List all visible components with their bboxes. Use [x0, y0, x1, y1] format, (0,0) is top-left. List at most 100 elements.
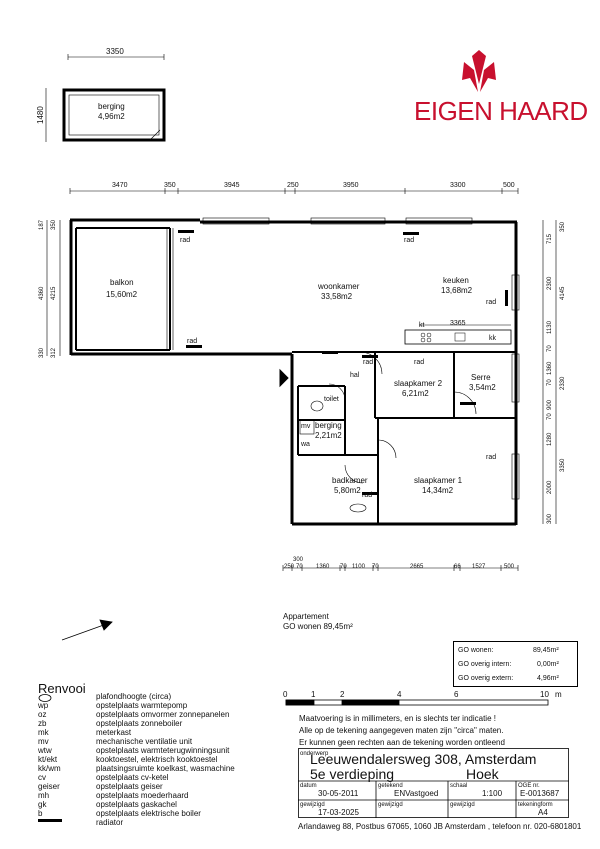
brand-name: EIGEN HAARD [414, 96, 588, 126]
storage-width-dim: 3350 [106, 47, 124, 56]
gewijzigd-label-2: gewijzigd [378, 802, 403, 808]
rad-label: rad [363, 359, 374, 366]
footer-address: Arlandaweg 88, Postbus 67065, 1060 JB Am… [298, 822, 582, 831]
top-dim-3: 3945 [224, 182, 240, 189]
go-summary-box [453, 641, 578, 687]
rad-label: rad [187, 338, 198, 345]
top-dim-5: 3950 [343, 182, 359, 189]
room-woonkamer-area: 33,58m2 [321, 292, 353, 301]
legend-description: kooktoestel, elektrisch kooktoestel [96, 755, 218, 764]
hal-label: hal [350, 372, 360, 379]
room-keuken-name: keuken [443, 276, 469, 285]
getekend: ENVastgoed [394, 789, 439, 798]
left-dim-1: 187 [39, 219, 45, 230]
go-value-3: 4,96m² [537, 675, 559, 682]
bottom-dim-7: 2665 [410, 564, 424, 570]
toilet-label: toilet [324, 396, 339, 403]
corner: Hoek [466, 766, 499, 782]
summary-go: GO wonen 89,45m² [283, 622, 353, 631]
legend-key: gk [38, 800, 47, 809]
room-slaapkamer2-name: slaapkamer 2 [394, 379, 443, 388]
right-dim-13: 3350 [560, 458, 566, 472]
right-dim-11: 70 [547, 413, 553, 420]
legend-key: cv [38, 773, 46, 782]
right-dim-2: 715 [547, 233, 553, 244]
room-berging-name: berging [315, 421, 342, 430]
bottom-dim-300: 300 [293, 557, 304, 563]
room-berging-area: 2,21m2 [315, 431, 342, 440]
right-dim-14: 2000 [547, 480, 553, 494]
room-woonkamer-name: woonkamer [318, 282, 360, 291]
legend-description: meterkast [96, 728, 132, 737]
legend-key: wtw [38, 746, 52, 755]
getekend-label: getekend [378, 783, 403, 789]
go-label-2: GO overig intern: [458, 661, 512, 668]
legend-description: opstelplaats gaskachel [96, 800, 177, 809]
scale-unit: m [555, 690, 562, 699]
top-dim-7: 500 [503, 182, 515, 189]
bottom-dim-9: 1527 [472, 564, 486, 570]
rad-label: rad [180, 237, 191, 244]
top-dim-4: 250 [287, 182, 299, 189]
go-value-1: 89,45m² [533, 647, 559, 654]
room-slaapkamer1-area: 14,34m2 [422, 486, 454, 495]
rad-label: rad [486, 299, 497, 306]
schaal-label: schaal [450, 783, 468, 789]
bottom-dim-1: 250 [284, 564, 295, 570]
legend-key: zb [38, 719, 47, 728]
legend-description: opstelplaats cv-ketel [96, 773, 169, 782]
gewijzigd-label-1: gewijzigd [300, 802, 325, 808]
legend-title: Renvooi [38, 681, 86, 696]
rad-label: rad [362, 492, 373, 499]
legend-key: mh [38, 791, 50, 800]
legend-description: opstelplaats moederhaard [96, 791, 189, 800]
room-slaapkamer2-area: 6,21m2 [402, 389, 429, 398]
oge-label: OGE nr. [518, 783, 540, 789]
left-dim-4: 4360 [39, 286, 45, 300]
legend-description: opstelplaats elektrische boiler [96, 809, 201, 818]
scale-tick-6: 6 [454, 690, 459, 699]
legend-key: geiser [38, 782, 60, 791]
left-dim-2: 350 [51, 219, 57, 230]
legend-description: opstelplaats warmteterugwinningsunit [96, 746, 230, 755]
right-dim-8: 70 [547, 379, 553, 386]
right-dim-3: 2300 [547, 276, 553, 290]
oge-nr: E-0013687 [520, 789, 560, 798]
floor: 5e verdieping [310, 766, 395, 782]
go-label-3: GO overig extern: [458, 675, 514, 682]
note-2: Alle op de tekening aangegeven maten zij… [299, 726, 504, 735]
legend-description: radiator [96, 818, 124, 827]
storage-height-dim: 1480 [36, 106, 45, 124]
right-dim-12: 1280 [547, 432, 553, 446]
room-serre-area: 3,54m2 [469, 383, 496, 392]
right-dim-4: 4145 [560, 286, 566, 300]
onderwerp-label: onderwerp [300, 751, 329, 757]
legend-description: opstelplaats zonneboiler [96, 719, 183, 728]
right-dim-15: 300 [547, 513, 553, 524]
schaal: 1:100 [482, 789, 503, 798]
note-1: Maatvoering is in millimeters, en is sle… [299, 714, 496, 723]
top-dim-1: 3470 [112, 182, 128, 189]
right-dim-9: 2330 [560, 376, 566, 390]
room-serre-name: Serre [471, 373, 491, 382]
bottom-dim-8: 66 [454, 564, 461, 570]
summary-type: Appartement [283, 612, 329, 621]
legend-description: opstelplaats geiser [96, 782, 163, 791]
tekeningformaat: A4 [538, 808, 548, 817]
legend-key: mv [38, 737, 49, 746]
rad-label: rad [414, 359, 425, 366]
legend-key: wp [38, 701, 49, 710]
title-block-frame [298, 748, 569, 818]
room-badkamer-area: 5,80m2 [334, 486, 361, 495]
rad-label: rad [404, 237, 415, 244]
rad-label: rad [486, 454, 497, 461]
legend-description: plaatsingsruimte koelkast, wasmachine [96, 764, 235, 773]
legend-description: opstelplaats warmtepomp [96, 701, 188, 710]
kitchen-dim: 3365 [450, 320, 466, 327]
top-dim-6: 3300 [450, 182, 466, 189]
bottom-dim-5: 1100 [352, 564, 365, 570]
room-badkamer-name: badkamer [332, 476, 368, 485]
right-dim-6: 70 [547, 345, 553, 352]
room-balkon-area: 15,60m2 [106, 290, 138, 299]
legend-key: kk/wm [38, 764, 61, 773]
